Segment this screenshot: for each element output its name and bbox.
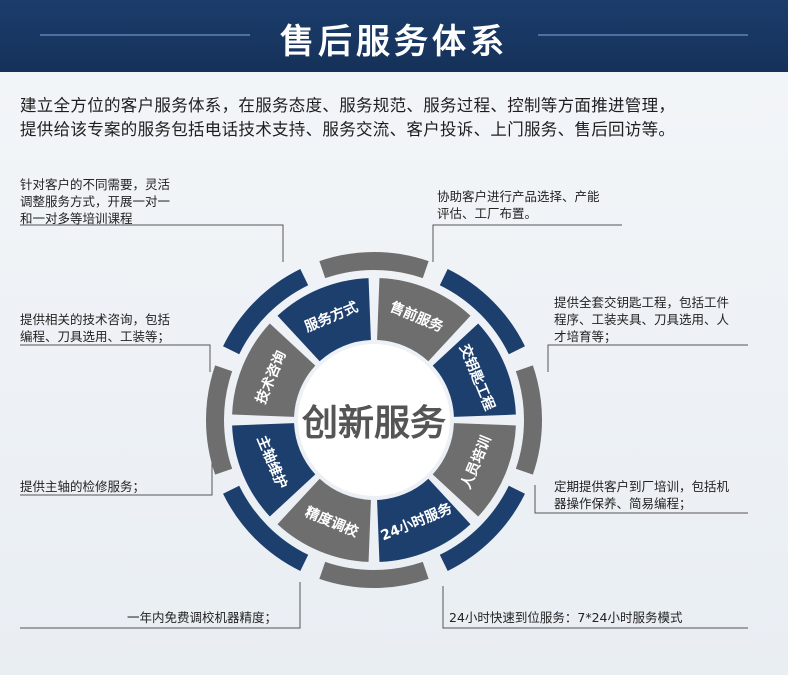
connector-presale — [432, 224, 622, 262]
note-line: 编程、刀具选用、工装等； — [20, 329, 171, 344]
note-line: 和一对多等培训课程 — [20, 211, 133, 226]
note-24h: 24小时快速到位服务：7*24小时服务模式 — [449, 609, 683, 626]
note-line: 提供主轴的检修服务； — [20, 479, 146, 494]
note-training: 定期提供客户到厂培训，包括机 器操作保养、简易编程； — [554, 478, 729, 512]
intro-line-1: 建立全方位的客户服务体系，在服务态度、服务规范、服务过程、控制等方面推进管理， — [20, 96, 676, 115]
outer-ring-segment — [439, 269, 525, 355]
note-calibration: 一年内免费调校机器精度； — [127, 609, 277, 626]
connector-spindle — [20, 462, 213, 496]
note-service-mode: 针对客户的不同需要，灵活 调整服务方式，开展一对一 和一对多等培训课程 — [20, 176, 170, 227]
ring-segment — [277, 478, 371, 562]
note-line: 才培育等； — [554, 329, 617, 344]
note-line: 一年内免费调校机器精度； — [127, 610, 278, 625]
header-left-rule — [40, 34, 250, 36]
intro-paragraph: 建立全方位的客户服务体系，在服务态度、服务规范、服务过程、控制等方面推进管理， … — [20, 94, 780, 142]
outer-ring — [206, 251, 542, 588]
note-line: 评估、工厂布置。 — [437, 206, 538, 221]
note-consulting: 提供相关的技术咨询，包括 编程、刀具选用、工装等； — [20, 311, 170, 345]
ring-segment — [377, 478, 471, 562]
outer-ring-segment — [206, 365, 233, 475]
note-line: 协助客户进行产品选择、产能 — [437, 189, 600, 204]
outer-ring-segment — [515, 365, 542, 475]
inner-ring — [232, 278, 516, 562]
outer-ring-segment — [439, 485, 525, 571]
outer-ring-segment — [319, 251, 429, 279]
note-line: 程序、工装夹具、刀具选用、人 — [554, 312, 730, 327]
connector-calibration — [20, 582, 301, 629]
header-right-rule — [538, 34, 748, 36]
note-line: 器操作保养、简易编程； — [554, 496, 692, 511]
ring-segment — [377, 278, 471, 362]
note-line: 24小时快速到位服务：7*24小时服务模式 — [449, 610, 683, 625]
note-spindle: 提供主轴的检修服务； — [20, 478, 145, 495]
outer-ring-segment — [223, 269, 309, 355]
ring-segment — [432, 423, 516, 517]
connector-turnkey — [547, 344, 748, 372]
connector-training — [534, 485, 748, 514]
outer-ring-segment — [223, 485, 309, 571]
connector-24h — [442, 586, 748, 629]
note-line: 提供相关的技术咨询，包括 — [20, 312, 171, 327]
ring-segment — [232, 423, 316, 517]
header-banner: 售后服务体系 — [0, 0, 788, 72]
note-presale: 协助客户进行产品选择、产能 评估、工厂布置。 — [437, 188, 600, 222]
center-label: 创新服务 — [302, 403, 446, 444]
connector-consulting — [20, 344, 211, 372]
note-line: 调整服务方式，开展一对一 — [20, 194, 171, 209]
note-line: 定期提供客户到厂培训，包括机 — [554, 479, 730, 494]
outer-ring-segment — [319, 561, 429, 588]
connector-lines — [20, 224, 748, 629]
ring-segment — [277, 278, 371, 362]
connector-service-mode — [20, 224, 284, 262]
note-line: 针对客户的不同需要，灵活 — [20, 177, 171, 192]
note-turnkey: 提供全套交钥匙工程，包括工件 程序、工装夹具、刀具选用、人 才培育等； — [554, 294, 729, 345]
note-line: 提供全套交钥匙工程，包括工件 — [554, 295, 730, 310]
ring-segment — [232, 323, 316, 417]
page-title: 售后服务体系 — [280, 22, 508, 62]
center-disc — [298, 344, 450, 496]
intro-line-2: 提供给该专案的服务包括电话技术支持、服务交流、客户投诉、上门服务、售后回访等。 — [20, 120, 676, 139]
ring-segment — [432, 323, 516, 417]
